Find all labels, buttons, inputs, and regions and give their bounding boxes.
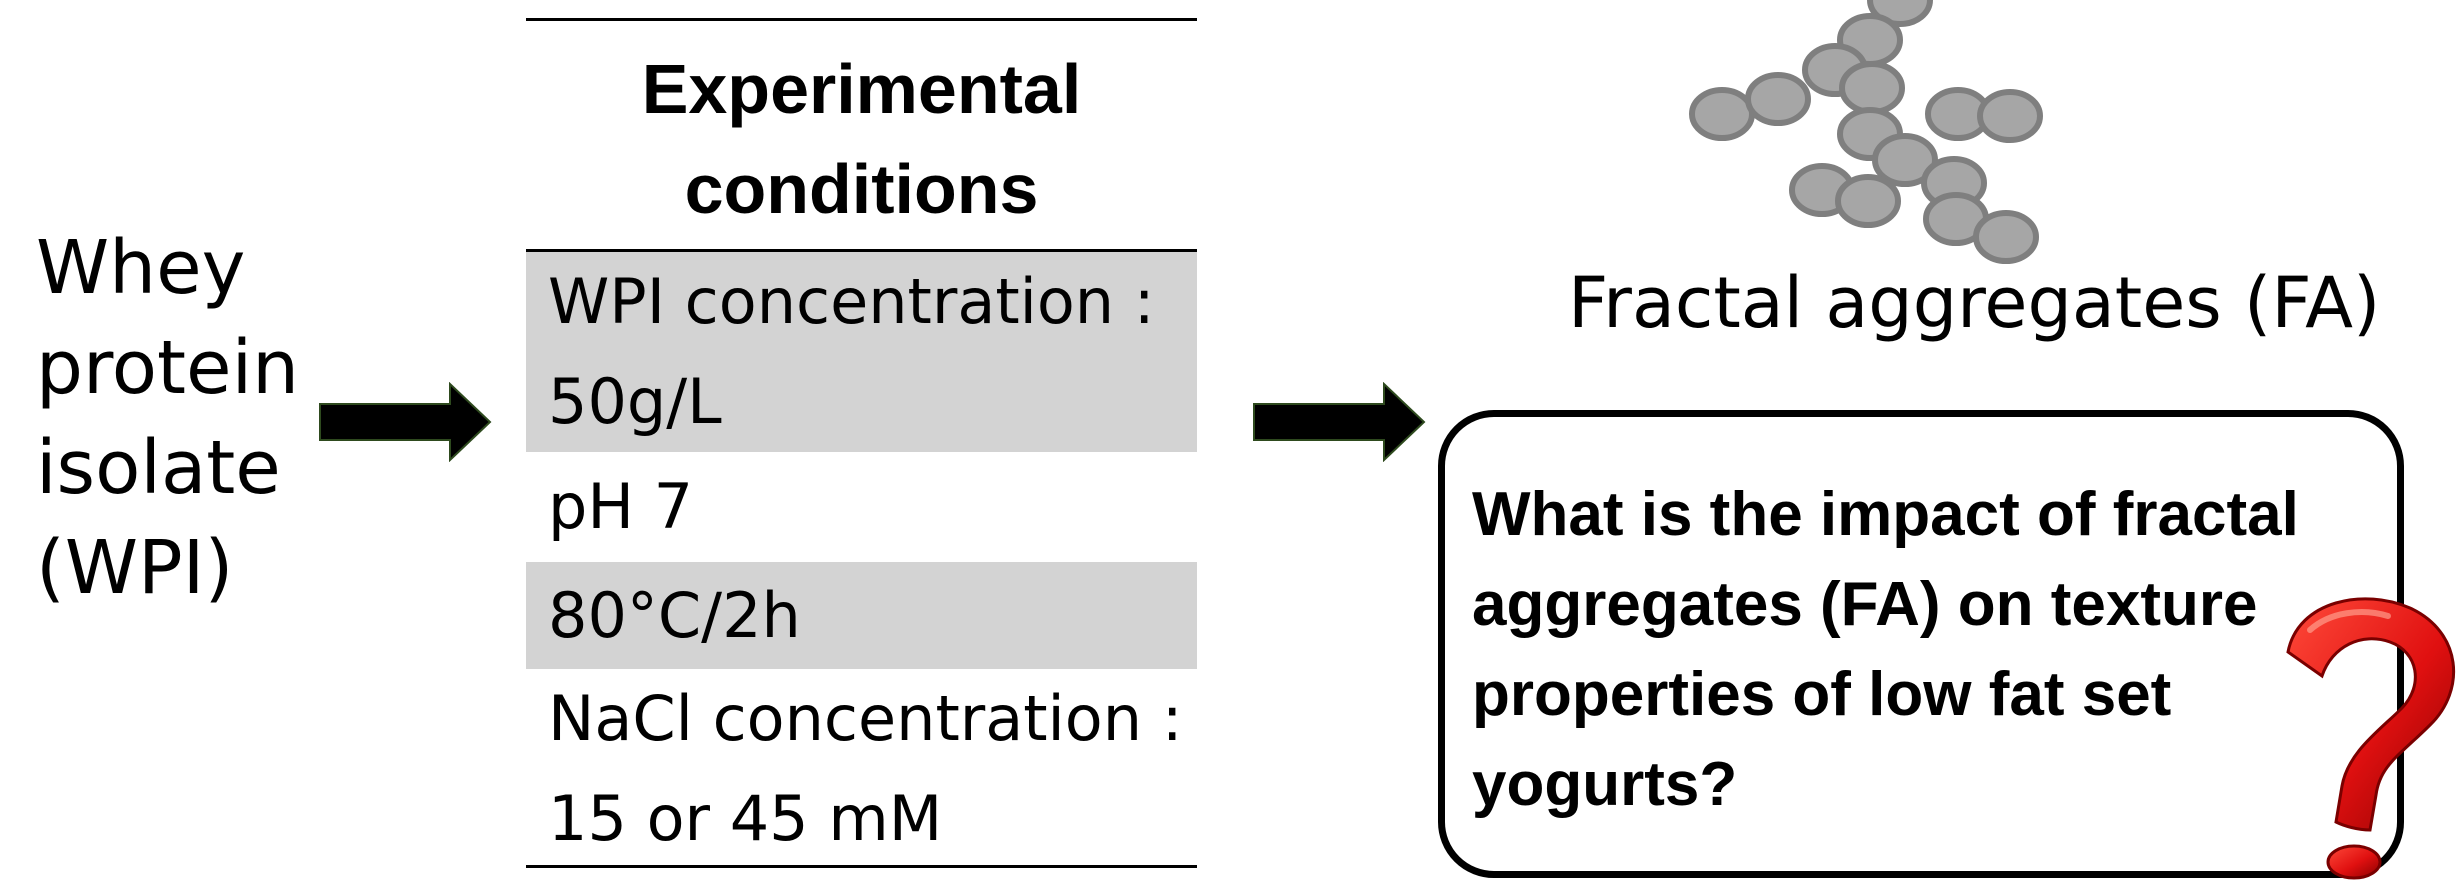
table-row-wpi-concentration: WPI concentration : 50g/L xyxy=(526,252,1197,452)
aggregate-particle xyxy=(1745,72,1811,126)
row-line: 50g/L xyxy=(548,365,722,438)
question-line: aggregates (FA) on texture xyxy=(1472,570,2258,639)
row-line: pH 7 xyxy=(548,470,694,543)
question-line: yogurts? xyxy=(1472,750,1738,819)
question-line: What is the impact of fractal xyxy=(1472,480,2299,549)
right-arrow-icon xyxy=(319,382,492,462)
row-line: WPI concentration : xyxy=(548,265,1155,338)
table-title: Experimental conditions xyxy=(526,21,1197,249)
table-row-heating: 80°C/2h xyxy=(526,562,1197,669)
question-mark-icon xyxy=(2286,597,2455,880)
table-row-ph: pH 7 xyxy=(526,452,1197,562)
aggregate-particle xyxy=(1839,61,1905,115)
row-line: 15 or 45 mM xyxy=(548,782,943,855)
row-line: 80°C/2h xyxy=(548,579,801,652)
research-question: What is the impact of fractal aggregates… xyxy=(1472,470,2392,830)
aggregate-particle xyxy=(1973,210,2039,264)
table-row-nacl-concentration: NaCl concentration : 15 or 45 mM xyxy=(526,669,1197,865)
whey-label-line: (WPI) xyxy=(36,525,234,611)
fractal-aggregates-label: Fractal aggregates (FA) xyxy=(1568,262,2381,344)
right-arrow-icon xyxy=(1253,382,1426,462)
aggregate-particle xyxy=(1689,87,1755,141)
question-line: properties of low fat set xyxy=(1472,660,2172,729)
whey-label-line: isolate xyxy=(36,425,281,511)
aggregate-particle xyxy=(1872,133,1938,187)
experimental-conditions-table: Experimental conditions WPI concentratio… xyxy=(526,18,1197,868)
table-title-line: Experimental xyxy=(641,50,1082,128)
aggregate-particle xyxy=(1835,174,1901,228)
row-line: NaCl concentration : xyxy=(548,682,1183,755)
table-bottom-rule xyxy=(526,865,1197,868)
whey-label-line: protein xyxy=(36,325,300,411)
table-title-line: conditions xyxy=(684,150,1039,228)
whey-label-line: Whey xyxy=(36,225,246,311)
whey-protein-isolate-label: Whey protein isolate (WPI) xyxy=(36,218,299,618)
table-header-rule xyxy=(526,249,1197,252)
aggregate-particle xyxy=(1977,89,2043,143)
table-top-rule xyxy=(526,18,1197,21)
fractal-aggregate-graphic xyxy=(1689,0,2043,264)
